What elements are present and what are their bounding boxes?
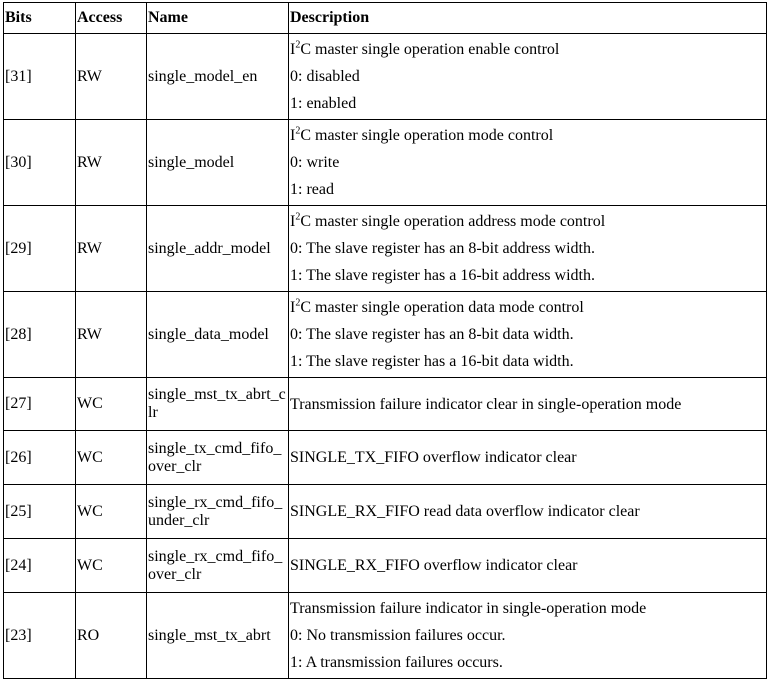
i2c-prefix: I2 — [290, 125, 301, 144]
header-description: Description — [288, 2, 767, 34]
description-line: 1: enabled — [290, 95, 357, 112]
description-cell: Transmission failure indicator in single… — [288, 592, 767, 679]
access-cell: WC — [75, 430, 147, 485]
description-line: Transmission failure indicator in single… — [290, 600, 647, 617]
i2c-prefix: I2 — [290, 211, 301, 230]
bits-cell: [25] — [3, 484, 76, 539]
name-cell: single_model_en — [146, 33, 289, 120]
description-cell: Transmission failure indicator clear in … — [288, 377, 767, 431]
bits-cell: [29] — [3, 205, 76, 292]
description-line: 0: The slave register has an 8-bit data … — [290, 326, 574, 343]
bits-cell: [28] — [3, 291, 76, 378]
description-line: 1: read — [290, 181, 334, 198]
description-cell: I2C master single operation data mode co… — [288, 291, 767, 378]
access-cell: RW — [75, 291, 147, 378]
bits-cell: [24] — [3, 538, 76, 593]
description-cell: I2C master single operation mode control… — [288, 119, 767, 206]
name-cell: single_mst_tx_abrt — [146, 592, 289, 679]
description-line: 0: write — [290, 154, 340, 171]
header-access: Access — [75, 2, 147, 34]
description-cell: SINGLE_RX_FIFO overflow indicator clear — [288, 538, 767, 593]
description-line: Transmission failure indicator clear in … — [290, 395, 682, 413]
name-text: single_mst_tx_abrt_clr — [148, 386, 286, 421]
access-cell: RO — [75, 592, 147, 679]
description-line: I2C master single operation data mode co… — [290, 297, 584, 316]
description-line: 1: A transmission failures occurs. — [290, 654, 503, 671]
table-row: [28] RW single_data_model I2C master sin… — [3, 291, 767, 378]
name-text: single_rx_cmd_fifo_over_clr — [148, 547, 283, 583]
access-cell: WC — [75, 377, 147, 431]
bits-cell: [26] — [3, 430, 76, 485]
name-cell: single_data_model — [146, 291, 289, 378]
table-row: [31] RW single_model_en I2C master singl… — [3, 33, 767, 120]
description-cell: I2C master single operation address mode… — [288, 205, 767, 292]
access-cell: WC — [75, 538, 147, 593]
description-line: I2C master single operation address mode… — [290, 211, 606, 230]
access-cell: RW — [75, 119, 147, 206]
description-cell: SINGLE_TX_FIFO overflow indicator clear — [288, 430, 767, 485]
table-row: [23] RO single_mst_tx_abrt Transmission … — [3, 592, 767, 679]
bits-cell: [30] — [3, 119, 76, 206]
table-row: [27] WC single_mst_tx_abrt_clr Transmiss… — [3, 377, 767, 431]
table-row: [24] WC single_rx_cmd_fifo_over_clr SING… — [3, 538, 767, 593]
access-cell: WC — [75, 484, 147, 539]
name-cell: single_rx_cmd_fifo_over_clr — [146, 538, 289, 593]
i2c-prefix: I2 — [290, 39, 301, 58]
description-cell: I2C master single operation enable contr… — [288, 33, 767, 120]
table-row: [30] RW single_model I2C master single o… — [3, 119, 767, 206]
header-row: Bits Access Name Description — [3, 2, 767, 34]
description-line: 1: The slave register has a 16-bit data … — [290, 353, 574, 370]
header-bits: Bits — [3, 2, 76, 34]
description-line: 1: The slave register has a 16-bit addre… — [290, 267, 595, 284]
description-line: SINGLE_RX_FIFO read data overflow indica… — [290, 503, 640, 520]
table-row: [25] WC single_rx_cmd_fifo_under_clr SIN… — [3, 484, 767, 539]
bits-cell: [27] — [3, 377, 76, 431]
name-cell: single_addr_model — [146, 205, 289, 292]
access-cell: RW — [75, 33, 147, 120]
description-line: 0: disabled — [290, 68, 360, 85]
table-row: [29] RW single_addr_model I2C master sin… — [3, 205, 767, 292]
description-line: 0: No transmission failures occur. — [290, 627, 506, 644]
name-text: single_tx_cmd_fifo_over_clr — [148, 439, 282, 475]
description-line: SINGLE_TX_FIFO overflow indicator clear — [290, 449, 577, 466]
table-row: [26] WC single_tx_cmd_fifo_over_clr SING… — [3, 430, 767, 485]
name-cell: single_model — [146, 119, 289, 206]
access-cell: RW — [75, 205, 147, 292]
name-cell: single_rx_cmd_fifo_under_clr — [146, 484, 289, 539]
name-cell: single_tx_cmd_fifo_over_clr — [146, 430, 289, 485]
register-table: Bits Access Name Description [31] RW sin… — [3, 2, 767, 679]
name-cell: single_mst_tx_abrt_clr — [146, 377, 289, 431]
description-line: 0: The slave register has an 8-bit addre… — [290, 240, 595, 257]
name-text: single_rx_cmd_fifo_under_clr — [148, 493, 283, 529]
bits-cell: [23] — [3, 592, 76, 679]
bits-cell: [31] — [3, 33, 76, 120]
i2c-prefix: I2 — [290, 297, 301, 316]
description-line: SINGLE_RX_FIFO overflow indicator clear — [290, 557, 578, 574]
description-cell: SINGLE_RX_FIFO read data overflow indica… — [288, 484, 767, 539]
header-name: Name — [146, 2, 289, 34]
description-line: I2C master single operation mode control — [290, 125, 554, 144]
description-line: I2C master single operation enable contr… — [290, 39, 560, 58]
